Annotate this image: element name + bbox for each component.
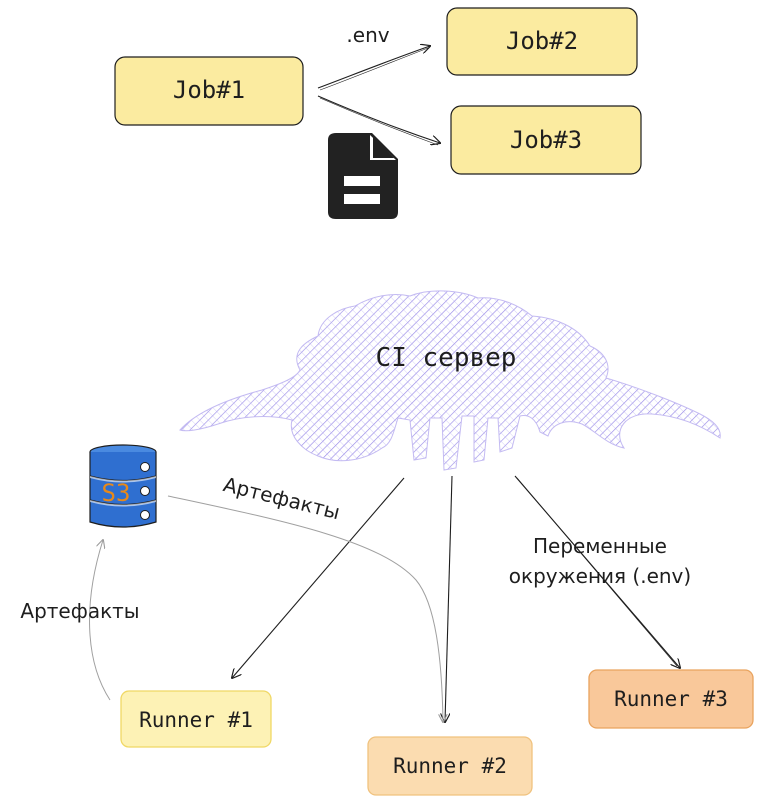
file-document-icon	[328, 133, 398, 219]
runner3-node: Runner #3	[588, 669, 754, 729]
edge-server-runner2	[445, 475, 453, 722]
runner1-node: Runner #1	[120, 690, 272, 748]
job1-label: Job#1	[173, 76, 245, 104]
runner2-node: Runner #2	[367, 736, 533, 796]
job2-node: Job#2	[446, 7, 638, 76]
artifacts-label-server: Артефакты	[221, 472, 342, 524]
ci-server-label: CI сервер	[376, 343, 517, 373]
runner3-label: Runner #3	[614, 687, 728, 711]
env-label-line1: Переменные	[533, 534, 667, 558]
database-icon: S3	[89, 444, 157, 528]
env-label-line2: окружения (.env)	[509, 564, 691, 588]
job3-label: Job#3	[510, 126, 582, 154]
job1-node: Job#1	[114, 56, 304, 126]
runner2-label: Runner #2	[393, 754, 507, 778]
edge-runner1-s3	[89, 540, 111, 701]
edge-job1-job3	[317, 95, 440, 143]
ci-server-cloud: CI сервер	[179, 290, 721, 471]
env-edge-label: .env	[346, 23, 389, 47]
server-edges	[89, 475, 680, 722]
job3-node: Job#3	[450, 105, 642, 175]
edge-job1-job2	[317, 46, 430, 89]
edge-s3-runner2	[167, 495, 443, 722]
s3-label: S3	[102, 479, 131, 507]
runner1-label: Runner #1	[139, 708, 253, 732]
artifacts-label-runner: Артефакты	[20, 599, 139, 623]
job2-label: Job#2	[506, 27, 578, 55]
edge-server-runner1	[232, 477, 405, 678]
job-edges	[317, 46, 440, 145]
